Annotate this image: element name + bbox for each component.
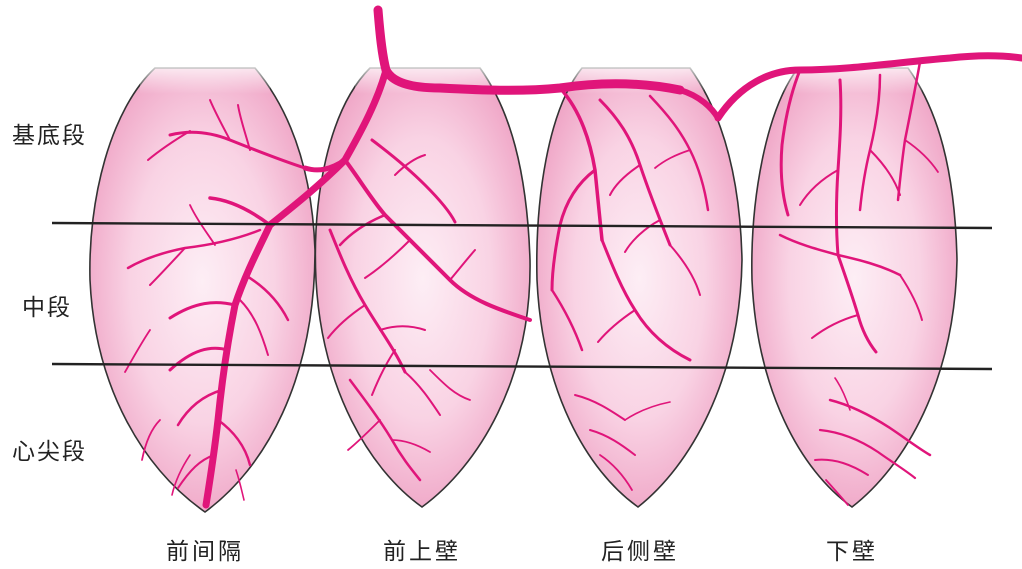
segment-label-anterior-septal: 前间隔 <box>166 532 244 566</box>
row-label-basal: 基底段 <box>12 116 87 150</box>
row-label-mid: 中段 <box>22 288 72 322</box>
row-label-apical: 心尖段 <box>12 432 87 466</box>
segment-label-anterior-superior: 前上壁 <box>383 532 461 566</box>
segment-label-inferior: 下壁 <box>826 532 878 566</box>
segment-label-posterolateral: 后侧壁 <box>601 532 679 566</box>
chamber-posterolateral <box>537 58 742 507</box>
chamber-anterior-septal <box>90 58 315 512</box>
chamber-anterior-superior <box>315 58 530 507</box>
